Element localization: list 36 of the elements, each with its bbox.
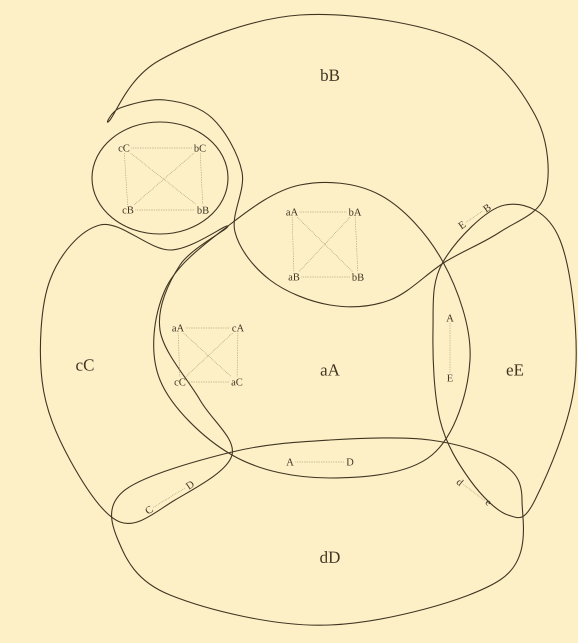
dotted-line (292, 216, 294, 272)
corner-label: E (447, 374, 453, 382)
dotted-line (178, 332, 180, 378)
dotted-line (301, 276, 351, 278)
corner-label: cC (118, 144, 130, 152)
corner-label: E (458, 220, 466, 230)
dotted-line (200, 153, 204, 205)
corner-label: bC (194, 144, 206, 152)
region-label: bB (320, 69, 340, 81)
corner-label: cA (232, 324, 244, 332)
region-label: cC (76, 359, 94, 371)
dotted-line (463, 484, 486, 501)
dotted-line (153, 488, 186, 508)
corner-label: bB (196, 206, 209, 214)
dotted-line (354, 217, 358, 272)
corner-label: aA (286, 208, 298, 216)
corner-label: A (446, 314, 454, 322)
corner-label: bA (348, 208, 362, 216)
corner-label: d (456, 479, 464, 486)
corner-label: D (346, 458, 354, 466)
region-label: eE (506, 364, 524, 376)
corner-label: A (286, 458, 294, 466)
dotted-line (124, 152, 128, 206)
region-label: dD (320, 551, 340, 563)
region-label: aA (320, 364, 340, 376)
corner-label: cB (122, 206, 134, 214)
dotted-line (236, 332, 238, 378)
corner-label: B (482, 204, 491, 213)
corner-label: aB (288, 274, 300, 280)
corner-label: aA (172, 324, 184, 332)
corner-label: bB (352, 273, 364, 281)
corner-label: D (185, 481, 194, 490)
corner-label: cC (174, 378, 186, 386)
corner-label: C (146, 506, 154, 514)
corner-label: aC (232, 378, 242, 386)
dotted-line (466, 210, 484, 223)
